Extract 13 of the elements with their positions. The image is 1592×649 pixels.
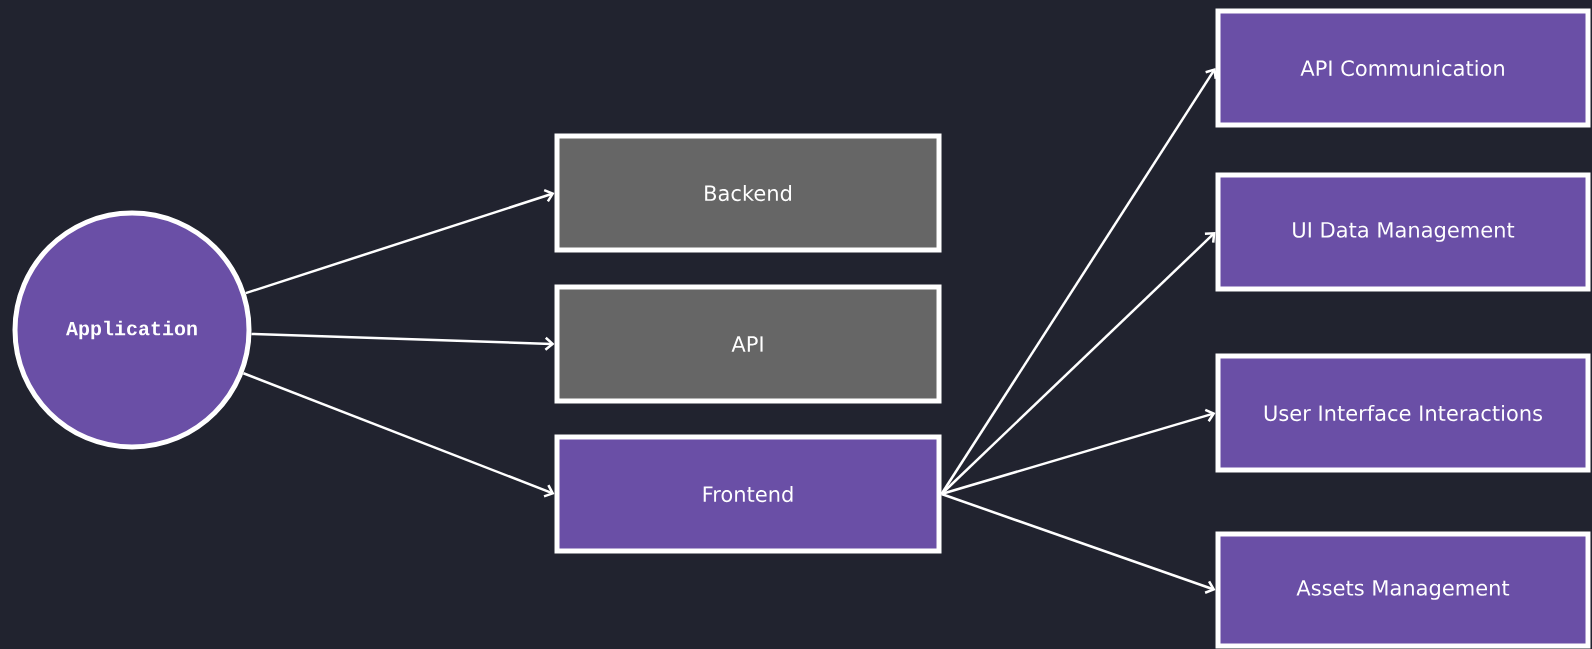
process-box: API: [554, 284, 942, 404]
process-box: UI Data Management: [1215, 172, 1591, 292]
arrow: [245, 188, 555, 295]
process-box: Frontend: [554, 434, 942, 554]
arrow: [251, 332, 555, 351]
arrow: [941, 492, 1216, 594]
process-box: API Communication: [1215, 8, 1591, 128]
arrow: [242, 372, 555, 498]
process-box: Backend: [554, 133, 942, 253]
process-box: Assets Management: [1215, 531, 1591, 649]
process-box: User Interface Interactions: [1215, 353, 1591, 473]
circle-node: Application: [12, 210, 252, 450]
arrow: [941, 408, 1216, 496]
